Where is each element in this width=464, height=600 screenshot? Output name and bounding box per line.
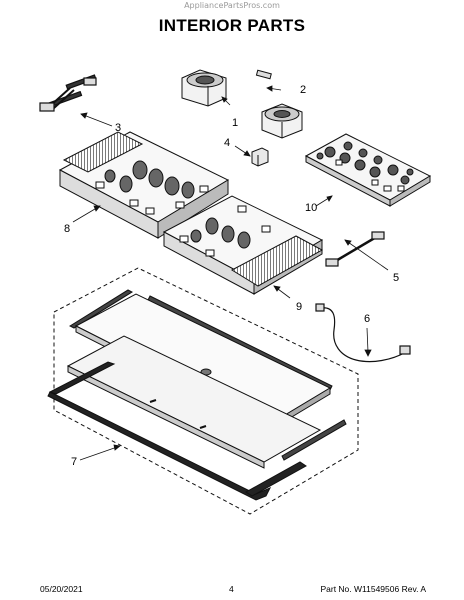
footer-page-number: 4 bbox=[229, 584, 234, 594]
watermark: AppliancePartsPros.com bbox=[184, 1, 280, 10]
footer-part-number: Part No. W11549506 Rev. A bbox=[320, 584, 426, 594]
callout-leader-lines bbox=[72, 85, 389, 461]
pin-2 bbox=[255, 69, 272, 80]
callout-1: 1 bbox=[232, 117, 238, 129]
fan-motor-1b bbox=[261, 103, 303, 139]
callout-labels: 1 2 3 4 5 6 7 8 9 10 bbox=[64, 84, 399, 468]
wire-harness-3 bbox=[39, 74, 97, 112]
callout-6: 6 bbox=[364, 313, 370, 325]
callout-5: 5 bbox=[393, 272, 399, 284]
callout-4: 4 bbox=[224, 137, 230, 149]
fan-motor-1a bbox=[181, 69, 227, 107]
callout-2: 2 bbox=[300, 84, 306, 96]
page-title: INTERIOR PARTS bbox=[158, 16, 306, 35]
wire-harness-5 bbox=[325, 231, 385, 267]
callout-3: 3 bbox=[115, 122, 121, 134]
footer-date: 05/20/2021 bbox=[40, 584, 83, 594]
ground-wire-6 bbox=[315, 303, 411, 363]
callout-10: 10 bbox=[305, 202, 317, 214]
panel-assembly-7 bbox=[47, 289, 347, 501]
inverter-board-8 bbox=[58, 131, 230, 239]
bracket-4 bbox=[251, 147, 269, 167]
callout-8: 8 bbox=[64, 223, 70, 235]
power-board-10 bbox=[304, 133, 432, 207]
assembly-outline bbox=[53, 267, 359, 515]
callout-9: 9 bbox=[296, 301, 302, 313]
inverter-board-9 bbox=[162, 195, 324, 295]
callout-7: 7 bbox=[71, 456, 77, 468]
